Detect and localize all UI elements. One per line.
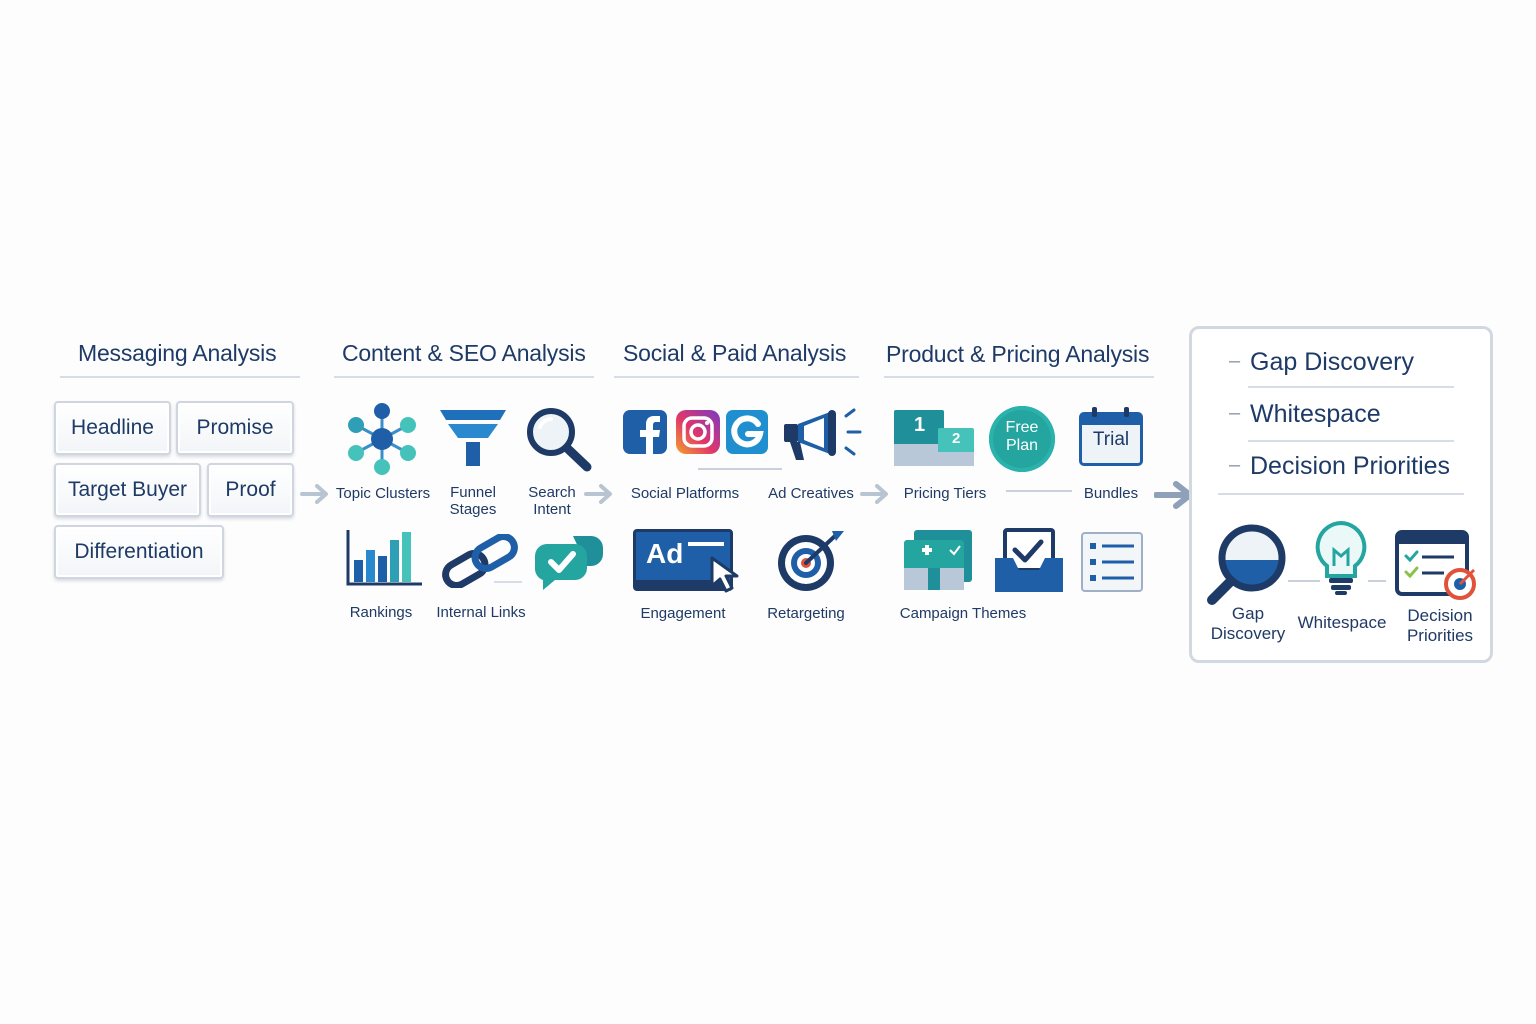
- product-pricing-title-rule: [884, 376, 1154, 378]
- pricing-tiers-icon: 1 2: [894, 410, 976, 466]
- outcome-rule-2: [1248, 440, 1454, 442]
- internal-links-label: Internal Links: [436, 604, 526, 621]
- trial-text: Trial: [1092, 429, 1130, 450]
- cursor-icon: [710, 556, 739, 593]
- gap-discovery-label: Gap Discovery: [1210, 604, 1286, 643]
- tier-one-number: 1: [914, 414, 926, 436]
- ad-creatives-label: Ad Creatives: [768, 485, 854, 502]
- content-seo-title: Content & SEO Analysis: [342, 340, 586, 366]
- target-icon: [778, 531, 844, 591]
- topic-clusters-icon: [348, 403, 416, 475]
- tag-proof[interactable]: Proof: [207, 463, 294, 517]
- social-platforms-label: Social Platforms: [630, 485, 740, 502]
- rankings-chart-icon: [346, 530, 422, 586]
- outcome-decision-priorities: Decision Priorities: [1250, 452, 1451, 480]
- rankings-label: Rankings: [349, 604, 413, 621]
- outcome-bullet-1: –: [1229, 350, 1241, 372]
- megaphone-icon: [784, 408, 862, 460]
- gap-discovery-magnifier-icon: [1207, 524, 1286, 605]
- tier-two-number: 2: [952, 430, 961, 447]
- tag-target-buyer[interactable]: Target Buyer: [54, 463, 201, 517]
- tag-promise[interactable]: Promise: [176, 401, 294, 455]
- campaign-themes-label: Campaign Themes: [899, 605, 1027, 622]
- social-paid-title: Social & Paid Analysis: [623, 340, 847, 366]
- outcome-icons-rule-1: [1288, 580, 1320, 582]
- content-seo-title-rule: [334, 376, 594, 378]
- decision-calendar-icon: [1395, 530, 1476, 600]
- messaging-title: Messaging Analysis: [78, 340, 277, 366]
- product-pricing-title: Product & Pricing Analysis: [886, 341, 1150, 367]
- topic-clusters-label: Topic Clusters: [335, 485, 431, 502]
- whitespace-bulb-icon: [1315, 520, 1367, 595]
- messaging-title-rule: [60, 376, 300, 378]
- flow-arrow-1: [300, 484, 328, 504]
- outcome-bullet-2: –: [1229, 402, 1241, 424]
- outcome-rule-3: [1218, 493, 1464, 495]
- outcome-whitespace: Whitespace: [1250, 400, 1381, 428]
- retargeting-label: Retargeting: [767, 605, 845, 622]
- bundles-label: Bundles: [1083, 485, 1139, 502]
- decision-priorities-label: Decision Priorities: [1406, 606, 1474, 645]
- whitespace-label: Whitespace: [1297, 613, 1387, 632]
- outcome-icons-rule-2: [1368, 580, 1386, 582]
- funnel-icon: [440, 410, 506, 466]
- social-icons-rule: [698, 468, 782, 470]
- outcome-gap-discovery: Gap Discovery: [1250, 348, 1414, 376]
- pricing-connector-rule: [1006, 490, 1072, 492]
- inbox-check-icon: [995, 528, 1063, 592]
- search-intent-icon: [527, 408, 592, 472]
- google-icon: [726, 410, 768, 454]
- pricing-tiers-label: Pricing Tiers: [903, 485, 987, 502]
- search-intent-label: Search Intent: [528, 484, 576, 518]
- ad-screen-text: Ad: [646, 538, 684, 569]
- trial-calendar-icon: Trial: [1079, 407, 1143, 466]
- instagram-icon: [676, 410, 720, 454]
- tag-headline[interactable]: Headline: [54, 401, 171, 455]
- internal-links-icon: [442, 534, 522, 588]
- outcome-rule-1: [1248, 386, 1454, 388]
- engagement-label: Engagement: [640, 605, 726, 622]
- funnel-stages-label: Funnel Stages: [449, 484, 497, 518]
- list-document-icon: [1081, 532, 1143, 592]
- chat-check-icon: [534, 536, 603, 590]
- campaign-folder-icon: [904, 530, 972, 590]
- flow-arrow-2: [584, 484, 612, 504]
- tag-differentiation[interactable]: Differentiation: [54, 525, 224, 579]
- free-plan-text: Free Plan: [1005, 419, 1039, 454]
- facebook-icon: [623, 410, 667, 454]
- free-plan-badge: Free Plan: [989, 406, 1055, 472]
- flow-arrow-3: [860, 484, 888, 504]
- social-paid-title-rule: [614, 376, 859, 378]
- outcome-bullet-3: –: [1229, 454, 1241, 476]
